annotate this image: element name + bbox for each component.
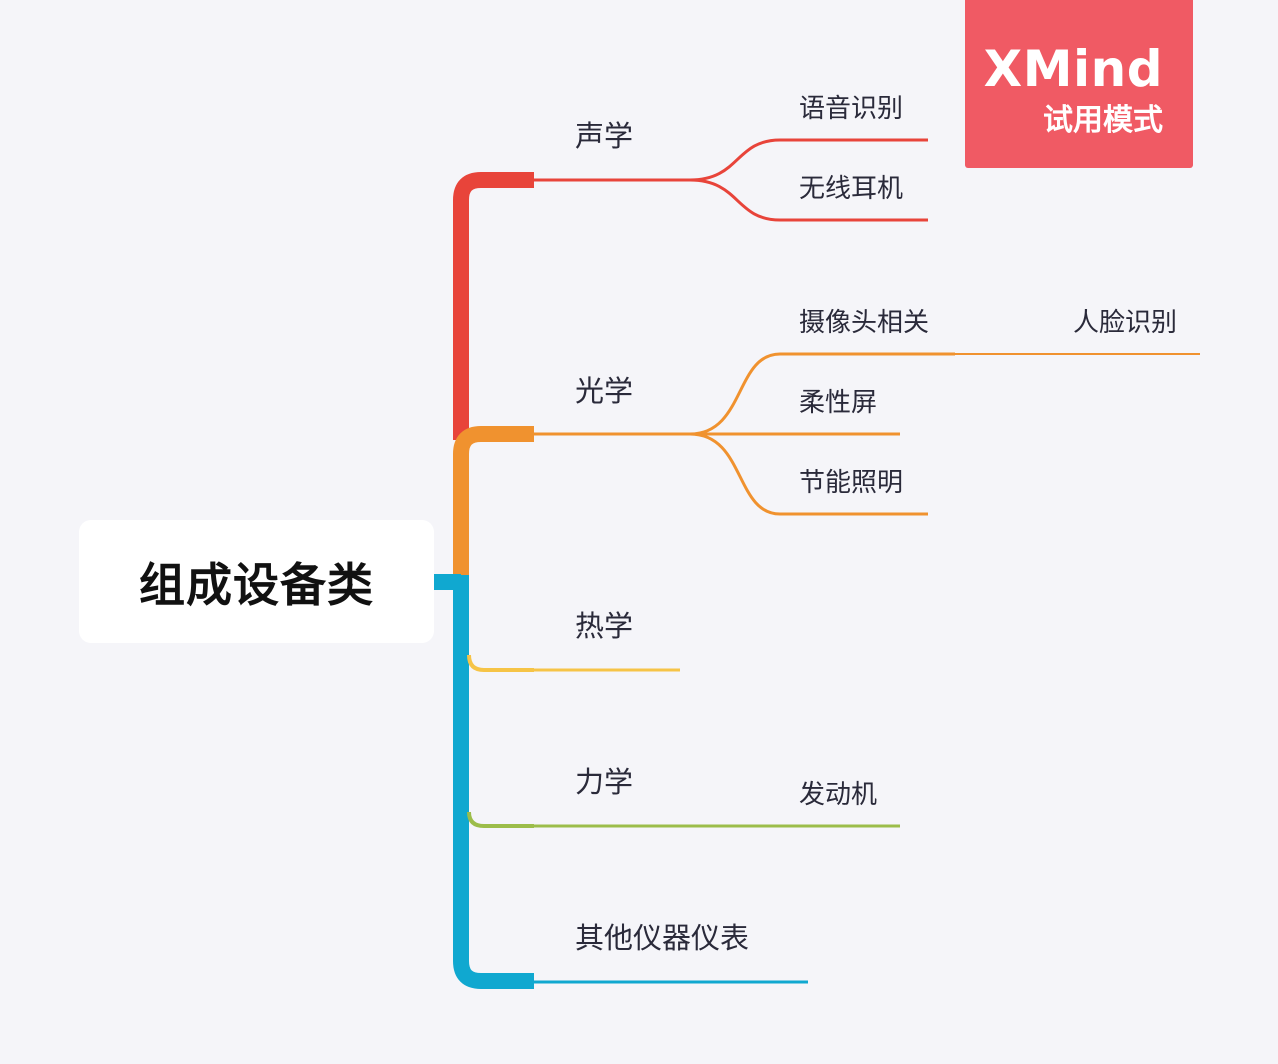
root-topic[interactable]: 组成设备类: [79, 520, 434, 643]
subtopic-wireless-earphones[interactable]: 无线耳机: [799, 174, 904, 204]
connector-mechanics: [467, 811, 534, 828]
trunk-orange: [453, 426, 534, 575]
topic-thermo[interactable]: 热学: [575, 609, 634, 643]
watermark-subtitle: 试用模式: [1043, 103, 1163, 138]
topic-instruments[interactable]: 其他仪器仪表: [575, 921, 750, 955]
root-topic-label: 组成设备类: [139, 557, 374, 612]
topic-mechanics[interactable]: 力学: [575, 765, 634, 799]
xmind-trial-watermark: XMind 试用模式: [965, 0, 1193, 168]
connector-thermo: [467, 654, 534, 672]
topic-optics[interactable]: 光学: [575, 374, 634, 408]
subtopic-face-recognition[interactable]: 人脸识别: [1073, 308, 1178, 338]
subtopic-camera[interactable]: 摄像头相关: [799, 308, 930, 338]
watermark-title: XMind: [983, 40, 1163, 98]
subtopic-engine[interactable]: 发动机: [799, 780, 878, 810]
topic-acoustics[interactable]: 声学: [575, 119, 634, 153]
subtopic-speech-recognition[interactable]: 语音识别: [799, 94, 904, 124]
connector-lighting: [689, 432, 928, 516]
subtopic-flexible-screen[interactable]: 柔性屏: [799, 388, 878, 418]
subtopic-energy-lighting[interactable]: 节能照明: [799, 468, 904, 498]
trunk-red: [453, 172, 534, 440]
connector-speech: [689, 138, 928, 182]
connector-camera: [689, 352, 955, 436]
connector-earphones: [689, 178, 928, 222]
trunk-cyan: [453, 575, 534, 989]
